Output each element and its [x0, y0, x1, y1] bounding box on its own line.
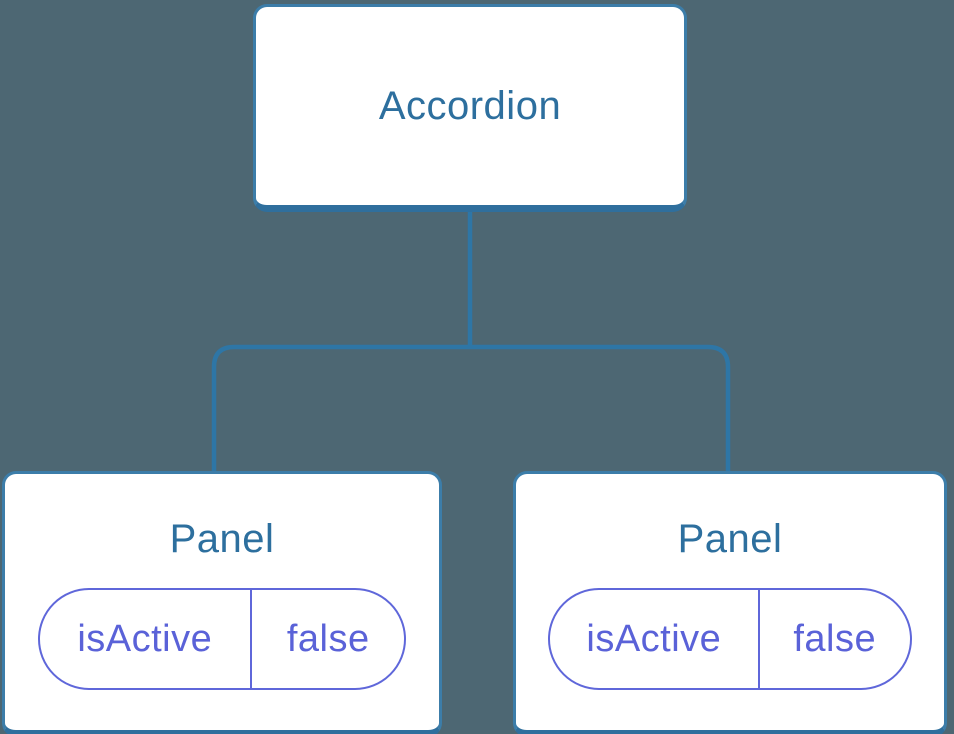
node-accordion-label: Accordion — [378, 83, 562, 128]
state-value: false — [757, 590, 910, 688]
node-panel-2-label: Panel — [677, 517, 783, 561]
node-accordion: Accordion — [253, 4, 687, 212]
node-panel-1: Panel isActive false — [2, 471, 442, 734]
state-pill-2: isActive false — [548, 588, 912, 690]
node-panel-2: Panel isActive false — [513, 471, 947, 734]
state-pill-1: isActive false — [37, 588, 407, 690]
connector-branch-line — [211, 344, 731, 472]
state-key: isActive — [586, 617, 722, 660]
state-value: false — [250, 590, 404, 688]
state-key: isActive — [77, 617, 213, 660]
node-panel-1-label: Panel — [169, 517, 275, 561]
